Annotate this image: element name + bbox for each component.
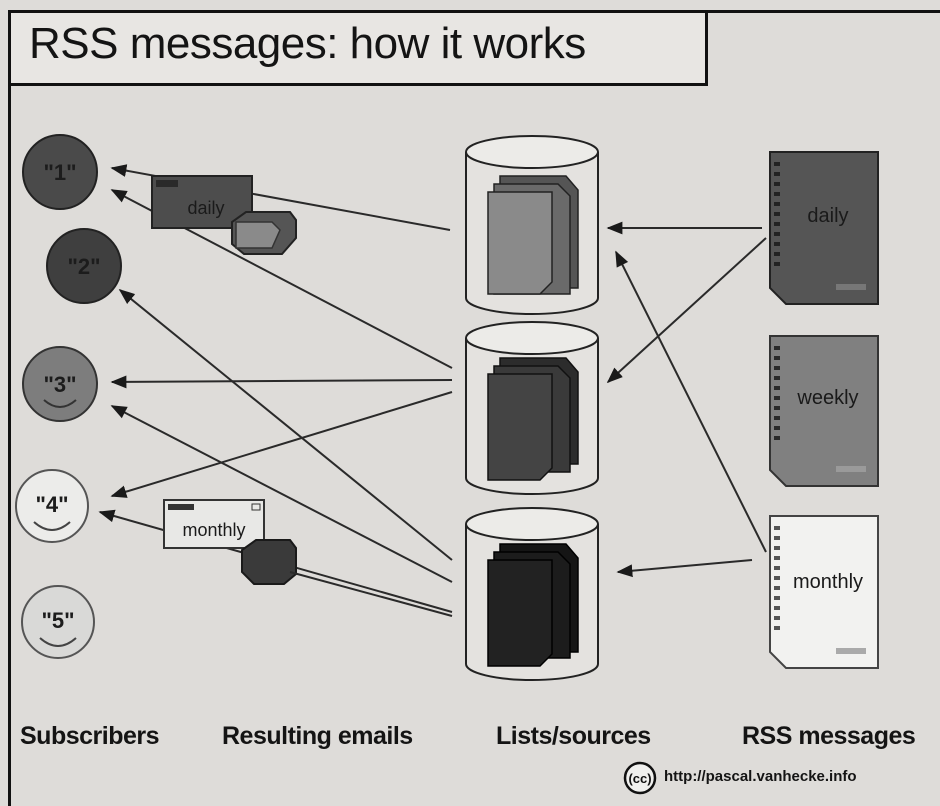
subscriber-3: "3" — [22, 346, 98, 422]
frame-top-line — [706, 10, 940, 13]
arrow-weekly-to-4 — [110, 391, 453, 498]
arrow-monthly-to-2 — [118, 288, 453, 561]
arrow-rss-monthly-to-daily-list — [615, 250, 767, 553]
email-monthly-label: monthly — [182, 520, 245, 540]
rss-doc-weekly: weekly — [769, 335, 879, 487]
subscriber-1: "1" — [22, 134, 98, 210]
footer-url: http://pascal.vanhecke.info — [664, 768, 857, 785]
label-subscribers: Subscribers — [20, 722, 160, 750]
title-box: RSS messages: how it works — [8, 10, 708, 86]
arrow-rss-daily-to-weekly-list — [606, 237, 767, 384]
arrows-rss-to-lists — [606, 221, 767, 578]
diagram-title: RSS messages: how it works — [29, 19, 586, 68]
list-weekly-cylinder — [465, 321, 599, 495]
rss-doc-monthly: monthly — [769, 515, 879, 669]
list-monthly-cylinder — [465, 507, 599, 681]
subscriber-4-label: "4" — [35, 492, 68, 517]
line-monthly-email-to-list — [289, 571, 453, 617]
arrow-rss-monthly-to-list — [616, 559, 753, 578]
rss-doc-daily: daily — [769, 151, 879, 305]
subscriber-2-label: "2" — [67, 254, 100, 279]
list-daily-cylinder — [465, 135, 599, 315]
email-monthly-stack-icon — [241, 539, 297, 585]
subscriber-1-label: "1" — [43, 160, 76, 185]
rss-doc-monthly-label: monthly — [793, 571, 863, 593]
subscriber-4: "4" — [15, 469, 89, 543]
arrow-monthly-to-3 — [110, 405, 453, 583]
label-resulting-emails: Resulting emails — [222, 722, 413, 750]
arrow-weekly-to-3 — [110, 375, 453, 389]
cc-icon: (cc) — [628, 771, 651, 786]
email-monthly: monthly — [163, 499, 297, 585]
rss-doc-weekly-label: weekly — [796, 387, 858, 409]
label-rss-messages: RSS messages — [742, 722, 916, 750]
rss-doc-daily-label: daily — [807, 205, 848, 227]
subscriber-2: "2" — [46, 228, 122, 304]
email-daily-label: daily — [187, 198, 224, 218]
subscriber-5-label: "5" — [41, 608, 74, 633]
subscriber-5: "5" — [21, 585, 95, 659]
subscriber-3-label: "3" — [43, 372, 76, 397]
cc-badge: (cc) — [623, 761, 657, 795]
frame-left-line — [8, 86, 11, 806]
label-lists-sources: Lists/sources — [496, 722, 651, 750]
email-daily: daily — [151, 175, 297, 255]
